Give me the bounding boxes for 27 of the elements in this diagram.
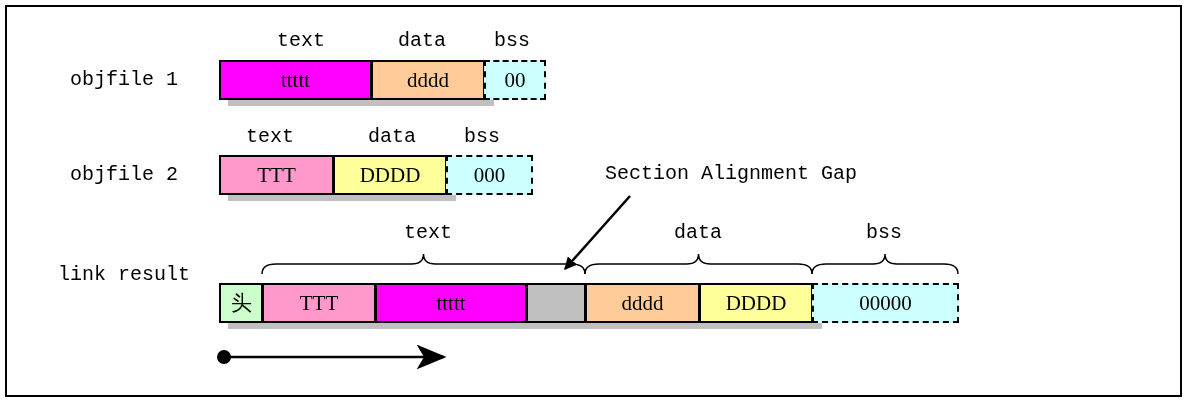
- row-label: link result: [58, 264, 190, 286]
- row-label: objfile 1: [70, 69, 178, 91]
- section-block: TTT: [262, 283, 376, 323]
- section-block: dddd: [585, 283, 700, 323]
- section-block: 00: [484, 60, 546, 100]
- section-block: ttttt: [219, 60, 372, 100]
- row-label: objfile 2: [70, 164, 178, 186]
- section-block: DDDD: [699, 283, 813, 323]
- section-block: 000: [446, 155, 533, 195]
- section-label: bss: [464, 126, 500, 148]
- section-block: 00000: [812, 283, 959, 323]
- section-label: bss: [494, 30, 530, 52]
- callout-text: Section Alignment Gap: [600, 160, 862, 186]
- section-block: dddd: [371, 60, 485, 100]
- section-block: TTT: [219, 155, 334, 195]
- section-label: bss: [866, 222, 902, 244]
- section-label: text: [277, 30, 325, 52]
- gap-block: [526, 283, 586, 323]
- leader-arrow: [564, 195, 631, 270]
- section-block: 头: [219, 283, 263, 323]
- section-label: text: [246, 126, 294, 148]
- section-block: DDDD: [333, 155, 447, 195]
- section-label: data: [368, 126, 416, 148]
- section-label: data: [398, 30, 446, 52]
- section-label: data: [674, 222, 722, 244]
- section-label: text: [404, 222, 452, 244]
- section-block: ttttt: [375, 283, 527, 323]
